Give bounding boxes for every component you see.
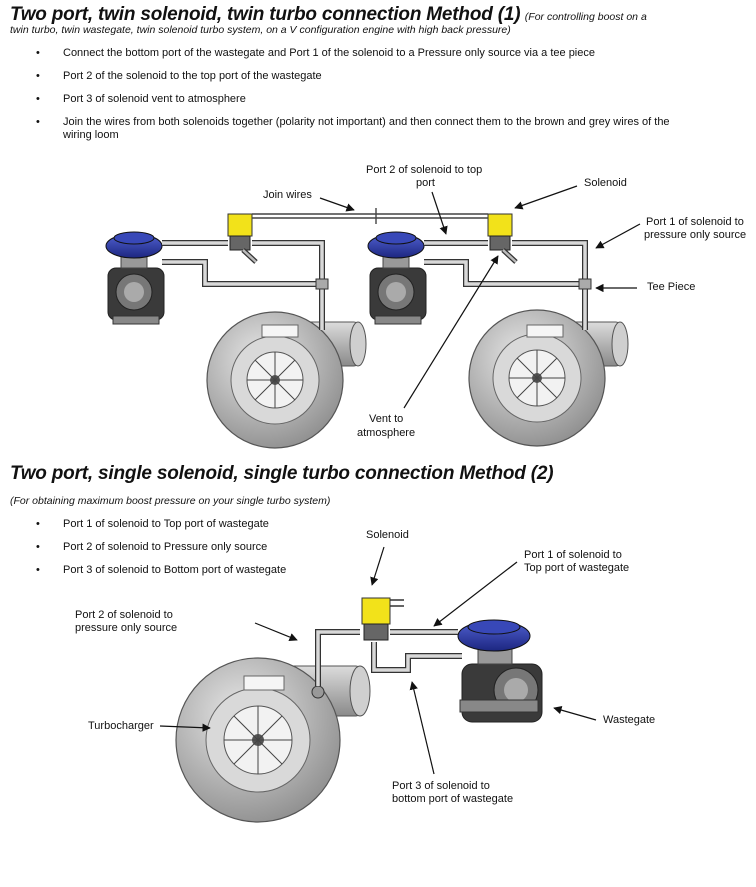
label-port2-b: port	[416, 177, 435, 189]
section2-bullet: •Port 3 of solenoid to Bottom port of wa…	[36, 564, 287, 576]
label-port1-a: Port 1 of solenoid to	[646, 216, 744, 228]
section1-bullet-cont: wiring loom	[63, 129, 119, 141]
section1-bullet: •Port 2 of the solenoid to the top port …	[36, 70, 322, 82]
section2-leaders	[159, 546, 597, 775]
wastegate-1	[105, 231, 165, 325]
label-solenoid-1: Solenoid	[584, 177, 627, 189]
label-turbocharger: Turbocharger	[88, 720, 154, 732]
label-solenoid-2: Solenoid	[366, 529, 409, 541]
label-port2-a: Port 2 of solenoid to top	[366, 164, 483, 176]
label-port2-src-a: Port 2 of solenoid to	[75, 609, 173, 621]
label-port1-top-b: Top port of wastegate	[524, 562, 630, 574]
label-wastegate: Wastegate	[603, 714, 656, 726]
solenoid-2	[487, 213, 518, 264]
label-port3-a: Port 3 of solenoid to	[392, 780, 490, 792]
turbocharger-1	[206, 311, 367, 449]
label-join-wires: Join wires	[263, 189, 312, 201]
label-port3-b: bottom port of wastegate	[392, 793, 514, 805]
section1-subtitle-a: (For controlling boost on a	[524, 11, 647, 23]
label-vent-b: atmosphere	[357, 427, 416, 439]
section1-bullet: •Port 3 of solenoid vent to atmosphere	[36, 93, 246, 105]
section1-leaders	[319, 185, 641, 409]
section2-bullet: •Port 2 of solenoid to Pressure only sou…	[36, 541, 268, 553]
section2-title: Two port, single solenoid, single turbo …	[10, 463, 554, 484]
turbocharger-2	[468, 309, 629, 447]
label-port2-src-b: pressure only source	[75, 622, 178, 634]
tee-piece-2	[578, 278, 592, 290]
section1-header: Two port, twin solenoid, twin turbo conn…	[10, 4, 647, 26]
section2-bullet: •Port 1 of solenoid to Top port of waste…	[36, 518, 269, 530]
solenoid-3	[361, 597, 404, 641]
solenoid-1	[227, 213, 258, 264]
section1-title: Two port, twin solenoid, twin turbo conn…	[10, 4, 521, 25]
section1-bullet: •Join the wires from both solenoids toge…	[36, 116, 670, 128]
section2-subtitle: (For obtaining maximum boost pressure on…	[10, 495, 331, 507]
section1-subtitle-b: twin turbo, twin wastegate, twin solenoi…	[10, 24, 511, 36]
tee-piece-1	[315, 278, 329, 290]
label-vent-a: Vent to	[369, 413, 404, 425]
label-port1-b: pressure only source	[644, 229, 747, 241]
label-tee-piece: Tee Piece	[647, 281, 696, 293]
label-port1-top-a: Port 1 of solenoid to	[524, 549, 622, 561]
wastegate-3	[457, 619, 543, 723]
solenoid-wires	[252, 208, 488, 224]
turbocharger-3	[175, 657, 371, 823]
wastegate-2	[367, 231, 427, 325]
section1-bullet: •Connect the bottom port of the wastegat…	[36, 47, 595, 59]
